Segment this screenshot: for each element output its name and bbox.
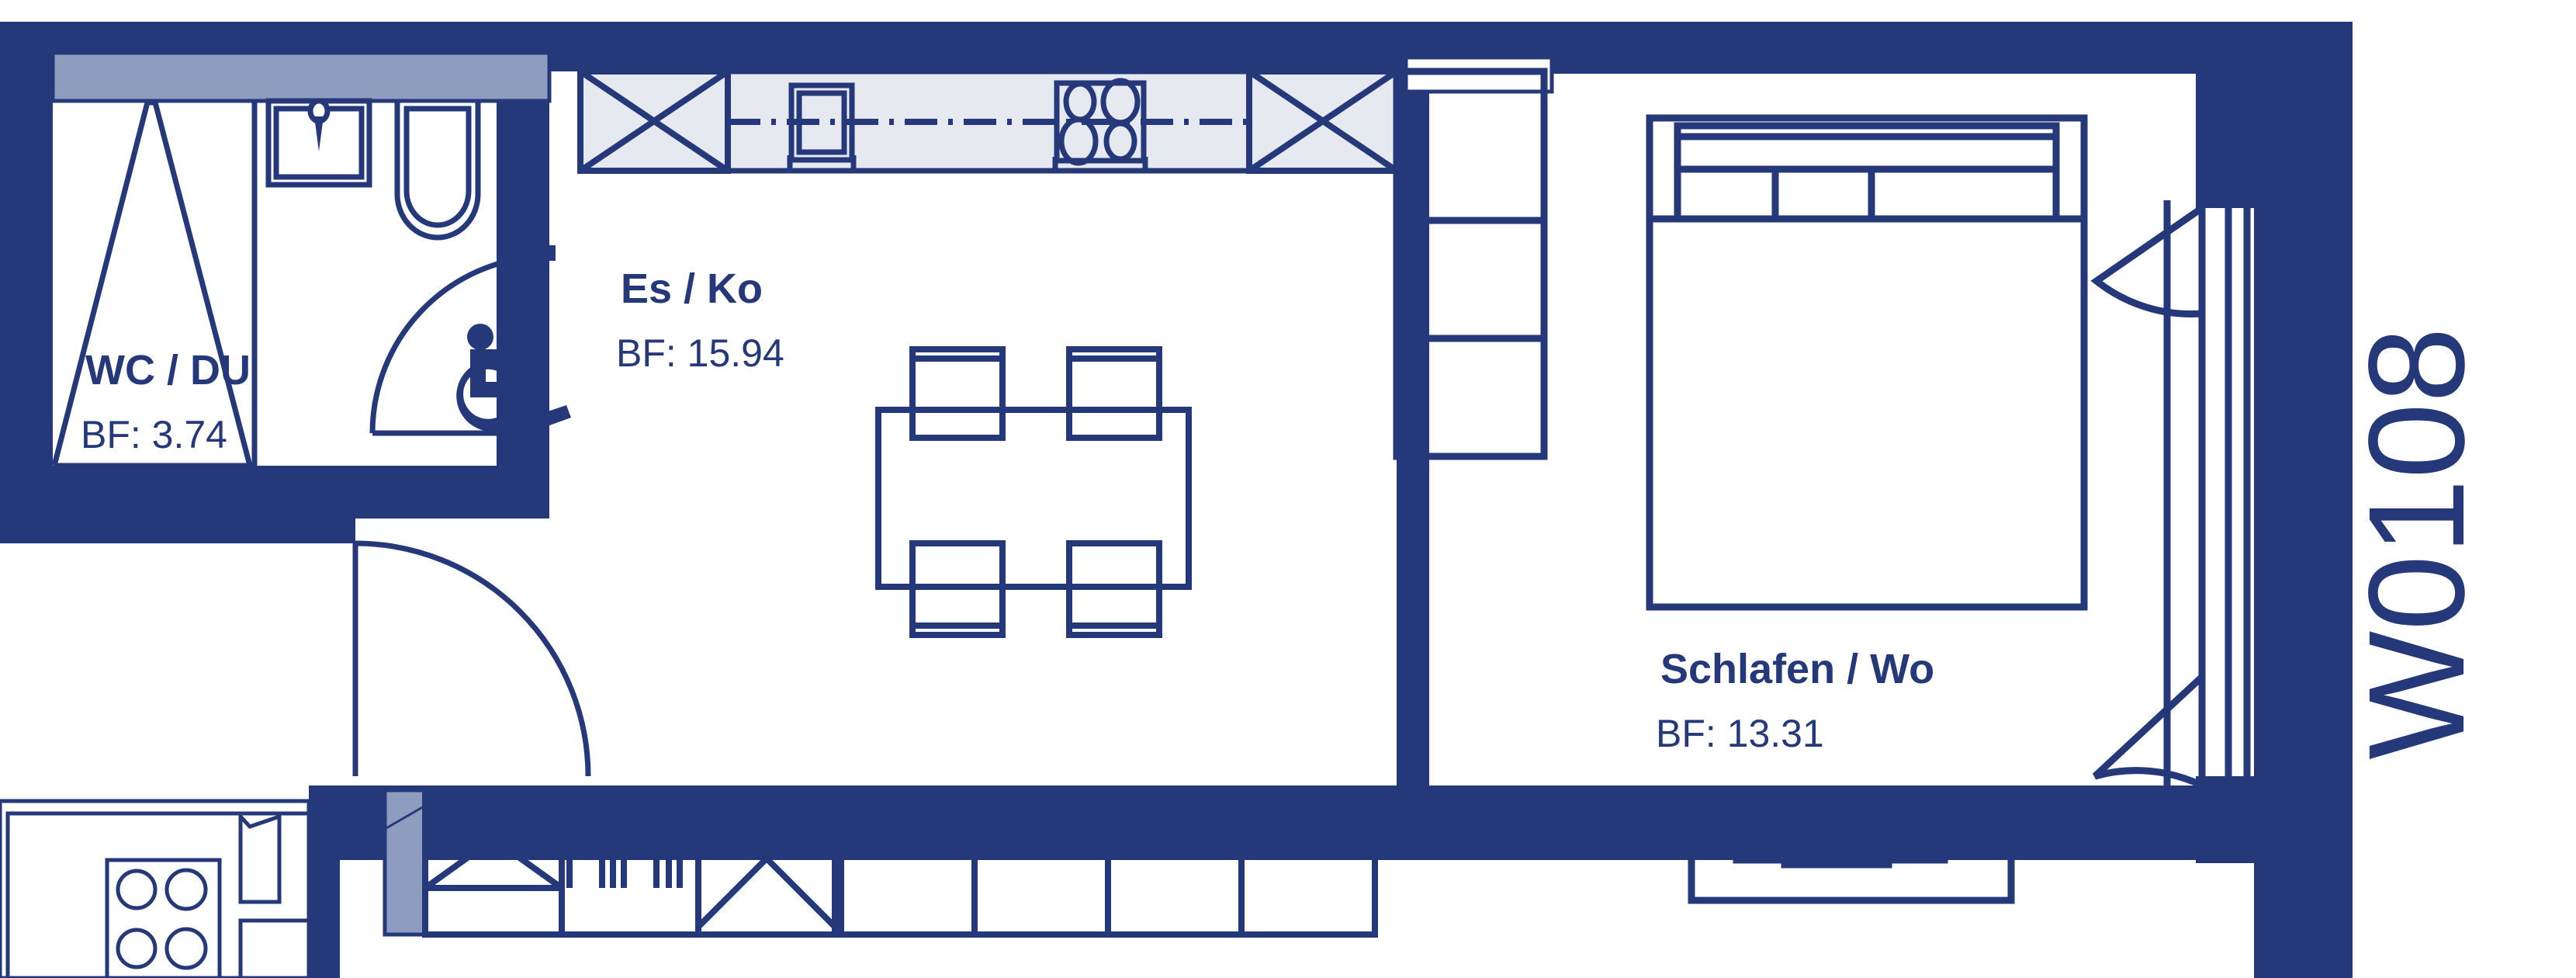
unit-code-text: W0108 (2341, 327, 2493, 760)
bathroom-swing-door (369, 245, 556, 436)
bottom-cabinet-run (383, 787, 1378, 938)
neighbor-burner-3 (116, 928, 158, 969)
cooktop-body (1054, 80, 1147, 164)
dining-chair-bottom-right (1066, 540, 1162, 638)
cabinet-left-x2 (578, 68, 730, 174)
window-band-bath (50, 50, 552, 103)
wardrobe1-x2 (423, 787, 564, 891)
neighbor-cooktop (105, 858, 222, 978)
double-bed (1646, 114, 2088, 611)
neighbor-outline-inner (5, 811, 311, 978)
balcony-door-arc-lower (2092, 674, 2205, 789)
room-label-wc-du-name: WC / DU (85, 347, 251, 394)
left-lower-white (0, 543, 335, 799)
sink-outer (788, 82, 855, 163)
bed-headboard-bar (1674, 122, 2060, 140)
wall-pier-balcony-bottom (2196, 776, 2255, 863)
storage-cell-3 (1393, 335, 1548, 460)
right-wall (2254, 22, 2353, 978)
desk-with-top-object (1688, 796, 2015, 904)
bathroom-fixtures (51, 99, 258, 469)
right-margin (2353, 0, 2576, 978)
wall-pier-balcony-top (2196, 22, 2255, 208)
wardrobe2-box (695, 787, 838, 938)
left-wall (0, 22, 53, 518)
chair-br-seat (1066, 540, 1162, 638)
wardrobe-crossed-2 (695, 787, 838, 938)
bathroom-door-arc (369, 253, 550, 434)
room-label-wc-du-area: BF: 3.74 (81, 413, 227, 456)
base-cabinet-run (838, 787, 1378, 938)
bed-headboard-zone (1646, 114, 2088, 223)
room-labels: WC / DU BF: 3.74 Es / Ko BF: 15.94 Schla… (81, 265, 1934, 755)
neighbor-burner-4 (164, 927, 208, 970)
room-label-schlafen-wo-name: Schlafen / Wo (1660, 646, 1934, 692)
chair-bl-seat (909, 540, 1006, 638)
bathroom-door-hinge (538, 245, 556, 261)
balcony-door-arc-upper (2090, 205, 2204, 317)
dining-table-four-seats (875, 346, 1192, 638)
neighbor-cooktop-body (105, 858, 222, 978)
corridor-wall-stub (309, 481, 355, 543)
washbasin (265, 98, 372, 188)
toilet-bowl (403, 106, 472, 228)
bottom-window-pocket (383, 788, 428, 937)
chair-tr-seat (1066, 346, 1162, 441)
dining-chair-bottom-left (909, 540, 1006, 638)
bottom-left-wall-return (309, 786, 340, 978)
room-label-es-ko-name: Es / Ko (621, 265, 763, 312)
shower-drain-symbol (51, 99, 253, 466)
desk-object-inner (1781, 831, 1892, 869)
desk-object-wide (1733, 836, 1948, 864)
wheelchair-accessible-icon (456, 324, 571, 432)
wardrobe2-x2 (696, 788, 837, 929)
neighbor-burner-1 (116, 869, 158, 910)
dining-table-top (875, 407, 1192, 590)
neighbor-cabinet (238, 918, 311, 978)
chair-tl-seat (909, 346, 1006, 441)
wheelchair-leg (503, 382, 571, 432)
neighbor-apartment-fragment (0, 799, 311, 978)
wheelchair-wheel (456, 359, 512, 432)
neighbor-sink-shape (238, 811, 282, 904)
window-band-fill (50, 50, 552, 103)
top-white-margin (0, 0, 2576, 22)
kitchen-sink (787, 82, 857, 169)
toilet-outer (394, 101, 481, 241)
base-cabinet-4 (1238, 787, 1378, 938)
burner-4 (1103, 120, 1137, 162)
entry-swing-door (352, 540, 591, 777)
washbasin-tap-stem (314, 116, 324, 151)
neighbor-burner-2 (164, 868, 208, 911)
tall-storage-column (1393, 68, 1548, 460)
sink-bowl (796, 90, 847, 155)
bath-bottom-wall (53, 466, 549, 518)
balcony-doors (2090, 200, 2251, 789)
dining-chair-top-left (909, 346, 1006, 441)
wheelchair-head (467, 324, 493, 350)
room-label-schlafen-wo-area: BF: 13.31 (1656, 712, 1824, 755)
dining-chair-top-right (1066, 346, 1162, 441)
burner-3 (1058, 116, 1099, 166)
cabinet-right-x2 (1247, 68, 1399, 174)
room-label-es-ko-area: BF: 15.94 (616, 331, 784, 375)
cooktop-four-burner (1052, 78, 1148, 169)
bedroom-interior (1429, 74, 2254, 860)
toilet (394, 101, 481, 241)
desk-surface (1688, 796, 2015, 904)
wardrobe-crossed-1 (422, 787, 565, 938)
bottom-pocket-mark (384, 804, 426, 831)
balcony-head (2196, 71, 2255, 90)
entry-door-arc (355, 540, 591, 777)
kitchen-counter-run (577, 68, 1400, 174)
